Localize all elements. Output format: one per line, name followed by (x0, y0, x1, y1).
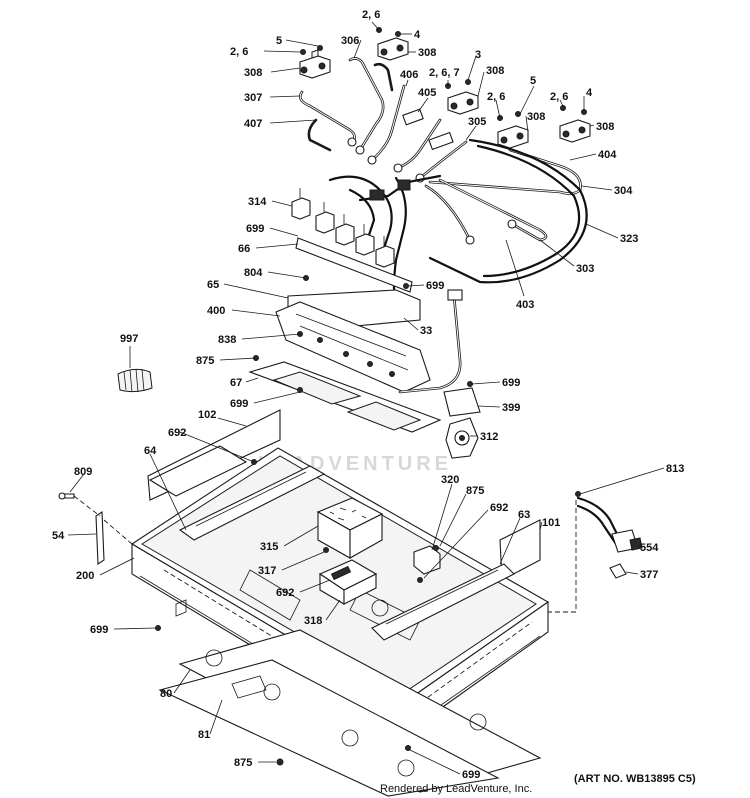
callout-label: 2, 6, 7 (429, 67, 460, 79)
callout-label: 406 (400, 69, 418, 81)
callout-label: 307 (244, 92, 262, 104)
callout-label: 63 (518, 509, 530, 521)
callout-label: 315 (260, 541, 278, 553)
valve-308-right-a (497, 125, 529, 149)
callout-label: 305 (468, 116, 486, 128)
valve-308-right-b (559, 119, 591, 143)
callout-label: 5 (276, 35, 282, 47)
callout-label: 200 (76, 570, 94, 582)
callout-label: 4 (586, 87, 593, 99)
callout-label: 809 (74, 466, 92, 478)
callout-label: 407 (244, 118, 262, 130)
callout-label: 699 (426, 280, 444, 292)
callout-label: 699 (230, 398, 248, 410)
callout-label: 102 (198, 409, 216, 421)
callout-label: 312 (480, 431, 498, 443)
strain-relief-377 (609, 563, 627, 579)
callout-label: 699 (246, 223, 264, 235)
callout-label: 308 (596, 121, 614, 133)
callout-label: 81 (198, 729, 210, 741)
callout-label: 33 (420, 325, 432, 337)
bracket-399 (443, 387, 481, 417)
callout-label: 66 (238, 243, 250, 255)
callout-label: 997 (120, 333, 138, 345)
callout-label: 3 (475, 49, 481, 61)
callout-label: 2, 6 (362, 9, 380, 21)
cable-clamp-997 (117, 368, 153, 393)
callout-label: 699 (90, 624, 108, 636)
burner-valve-group (299, 27, 591, 149)
callout-label: 323 (620, 233, 638, 245)
callout-label: 403 (516, 299, 534, 311)
callout-label: 67 (230, 377, 242, 389)
art-number: (ART NO. WB13895 C5) (574, 773, 696, 785)
rendered-by-credit: Rendered by LeadVenture, Inc. (380, 783, 532, 795)
spark-module-320 (413, 545, 441, 583)
callout-label: 377 (640, 569, 658, 581)
spark-igniters-314 (291, 188, 395, 268)
callout-label: 4 (414, 29, 421, 41)
support-rail-63 (371, 563, 515, 641)
callout-label: 554 (640, 542, 659, 554)
callout-label: 64 (144, 445, 157, 457)
valve-308-left (299, 49, 331, 79)
valve-308-top (377, 37, 409, 61)
bottom-panel-81 (158, 649, 500, 797)
pressure-regulator-312 (445, 417, 479, 459)
callout-label: 80 (160, 688, 172, 700)
callout-label: 399 (502, 402, 520, 414)
power-cord-554 (575, 491, 643, 553)
callout-label: 101 (542, 517, 560, 529)
callout-label: 699 (462, 769, 480, 781)
gasket-67 (248, 361, 442, 433)
callout-label: 308 (486, 65, 504, 77)
bracket-66 (295, 237, 413, 293)
callout-label: 320 (441, 474, 459, 486)
wire-harness-323 (328, 138, 588, 313)
callout-label: 804 (244, 267, 263, 279)
callout-label: 404 (598, 149, 617, 161)
manifold-frame-65-400 (275, 289, 463, 394)
gas-tubing-group (298, 57, 582, 245)
callout-label: 303 (576, 263, 594, 275)
cover-315 (316, 497, 384, 559)
callout-label: 875 (466, 485, 484, 497)
callout-label: 54 (52, 530, 65, 542)
callout-label: 65 (207, 279, 219, 291)
callout-label: 308 (244, 67, 262, 79)
callout-label: 400 (207, 305, 225, 317)
callout-labels: 2, 6 4 5 306 308 2, 6 3 308 2, 6, 7 308 … (52, 9, 684, 781)
callout-label: 405 (418, 87, 436, 99)
callout-label: 813 (666, 463, 684, 475)
callout-label: 875 (234, 757, 252, 769)
leader-lines (67, 21, 665, 775)
callout-label: 5 (530, 75, 536, 87)
callout-label: 304 (614, 185, 633, 197)
valve-308-center (447, 91, 479, 115)
callout-label: 692 (168, 427, 186, 439)
callout-label: 318 (304, 615, 322, 627)
callout-label: 699 (502, 377, 520, 389)
screw-317 (323, 547, 329, 553)
callout-label: 692 (276, 587, 294, 599)
callout-label: 838 (218, 334, 236, 346)
callout-label: 306 (341, 35, 359, 47)
callout-label: 2, 6 (487, 91, 505, 103)
callout-label: 875 (196, 355, 214, 367)
bracket-54 (95, 510, 105, 566)
callout-label: 317 (258, 565, 276, 577)
callout-label: 692 (490, 502, 508, 514)
callout-label: 2, 6 (550, 91, 568, 103)
callout-label: 308 (527, 111, 545, 123)
callout-label: 314 (248, 196, 267, 208)
callout-label: 308 (418, 47, 436, 59)
callout-label: 2, 6 (230, 46, 248, 58)
